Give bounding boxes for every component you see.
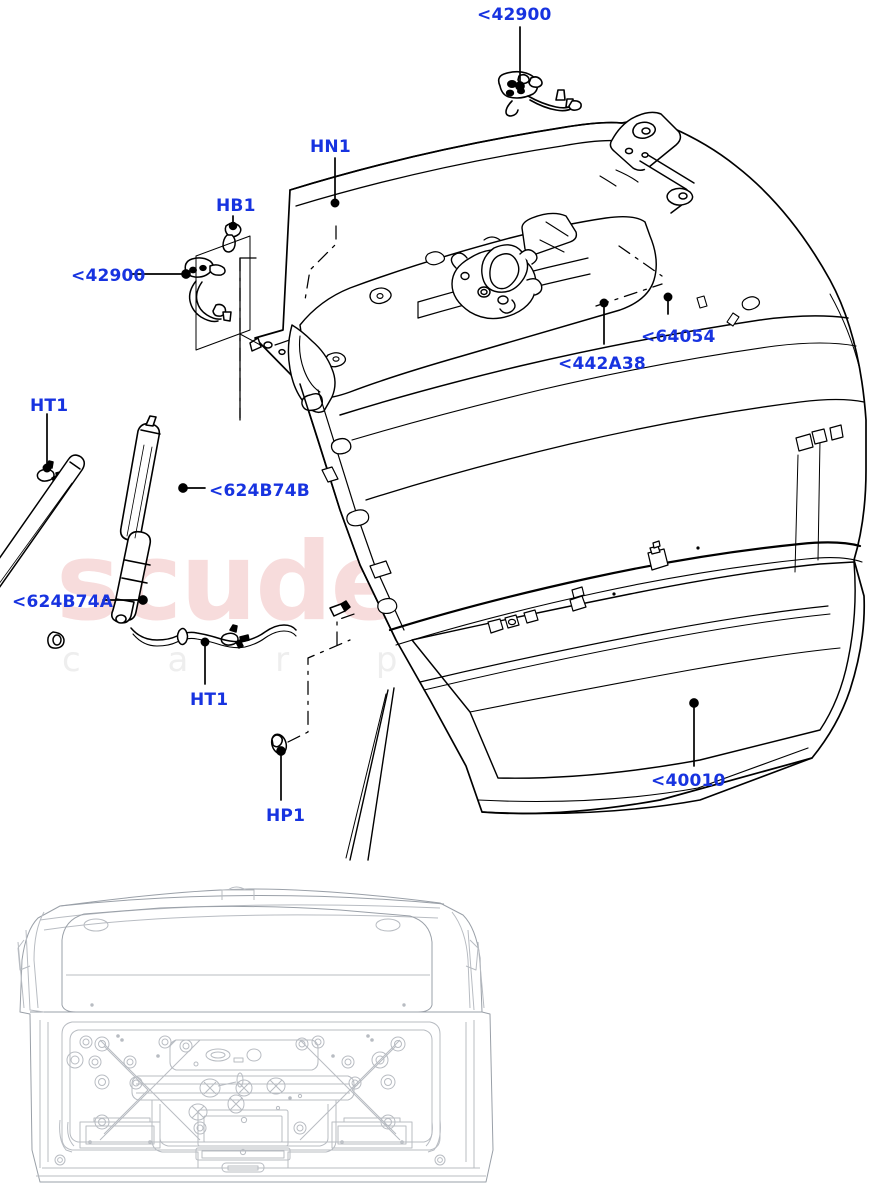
wiper-motor-assembly (450, 236, 543, 320)
section-break-lines (345, 687, 395, 861)
tailgate-hinge-bracket (599, 111, 695, 214)
callout-42900-top[interactable]: <42900 (477, 5, 552, 25)
phantom-view-frame (195, 235, 267, 419)
callout-442a38[interactable]: <442A38 (558, 354, 646, 374)
gas-strut-624b74b-part (111, 415, 161, 624)
callout-ht1-upper[interactable]: HT1 (30, 396, 69, 416)
callout-ht1-lower[interactable]: HT1 (190, 690, 229, 710)
callout-40010[interactable]: <40010 (651, 771, 726, 791)
callout-64054[interactable]: <64054 (641, 327, 716, 347)
callout-624b74b[interactable]: <624B74B (209, 481, 310, 501)
callout-42900-left[interactable]: <42900 (71, 266, 146, 286)
callout-hn1[interactable]: HN1 (310, 137, 351, 157)
gas-strut-624b74a-part (0, 454, 85, 649)
callout-624b74a[interactable]: <624B74A (12, 592, 114, 612)
callout-hb1[interactable]: HB1 (216, 196, 256, 216)
strut-wiring-harness (130, 600, 351, 649)
callout-hp1[interactable]: HP1 (266, 806, 306, 826)
